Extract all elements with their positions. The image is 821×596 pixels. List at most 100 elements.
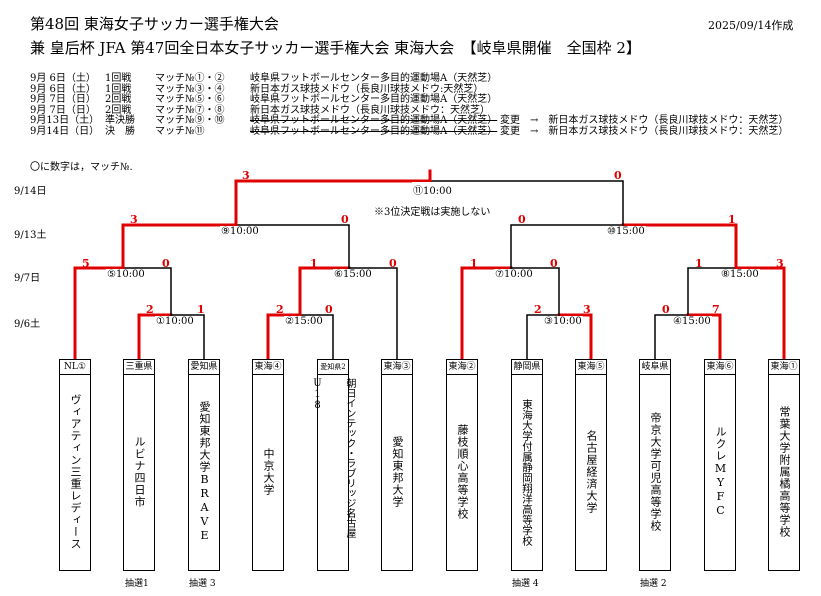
match-label-11: ⑪10:00 <box>412 182 453 197</box>
bracket-line <box>557 313 593 362</box>
third-place-note: ※3位決定戦は実施しない <box>374 207 491 218</box>
bracket-line <box>266 313 302 362</box>
schedule-venue: 岐阜県フットボールセンター多目的運動場A（天然芝） <box>250 94 498 105</box>
schedule-round: 準決勝 <box>105 115 135 126</box>
score-right: 7 <box>712 303 720 316</box>
bracket-line <box>122 267 172 316</box>
score-right: 0 <box>389 257 397 270</box>
schedule-match: マッチ№⑦・⑧ <box>155 104 225 116</box>
match-number-note: 〇に数字は，マッチ№. <box>30 162 133 173</box>
team-name: 東海大学付属静岡翔洋高等学校 <box>521 398 533 546</box>
score-left: 1 <box>695 257 703 270</box>
score-left: 1 <box>310 257 318 270</box>
schedule-venue-cancelled: 岐阜県フットボールセンター多目的運動場A（天然芝） <box>250 115 498 126</box>
schedule-match: マッチ№③・④ <box>155 83 225 95</box>
team-box: 東海③ 愛知東邦大学 <box>381 359 413 571</box>
bracket-line <box>510 224 624 269</box>
team-name: 朝日インテック・ラブリッジ名古屋U18 <box>312 378 355 538</box>
team-name: 愛知東邦大学BRAVE <box>198 401 211 543</box>
score-left: 3 <box>130 213 138 226</box>
schedule-date: 9月14日（日） <box>30 125 100 137</box>
team-box: 東海⑤ 名古屋経済大学 <box>575 359 607 571</box>
team-seed: 三重県 <box>124 360 154 375</box>
schedule-round: 2回戦 <box>105 94 132 105</box>
day-label: 9/13土 <box>14 230 47 241</box>
schedule-date: 9月 7日（日） <box>30 104 96 116</box>
score-left: 5 <box>82 257 90 270</box>
score-left: 2 <box>276 303 284 316</box>
bracket-line <box>234 179 432 227</box>
team-name: 名古屋経済大学 <box>585 430 598 514</box>
bracket-line <box>121 223 238 270</box>
score-left: 1 <box>470 257 478 270</box>
team-seed: NL① <box>60 360 90 375</box>
team-box: 東海④ 中京大学 <box>252 359 284 571</box>
schedule-venue: 新日本ガス球技メドウ（長良川球技メドウ:天然芝） <box>250 83 484 95</box>
team-seed: 東海④ <box>253 360 283 375</box>
team-name: ルクレMYFC <box>714 426 727 518</box>
team-box: 東海② 藤枝順心高等学校 <box>446 359 478 571</box>
bracket-line <box>73 266 125 362</box>
score-right: 1 <box>728 213 736 226</box>
match-label-6: ⑥15:00 <box>333 269 373 280</box>
team-seed: 愛知県2 <box>318 360 348 375</box>
bracket-line <box>734 266 786 362</box>
bracket-line <box>687 267 737 316</box>
schedule-round: 2回戦 <box>105 104 132 116</box>
score-right: 0 <box>162 257 170 270</box>
match-label-5: ⑤10:00 <box>106 269 146 280</box>
score-left: 0 <box>518 213 526 226</box>
score-right: 1 <box>197 303 205 316</box>
score-right: 0 <box>550 257 558 270</box>
bracket-line <box>298 266 351 317</box>
schedule-date: 9月 6日（土） <box>30 73 96 84</box>
match-label-9: ⑨10:00 <box>220 226 260 237</box>
match-label-10: ⑩15:00 <box>606 226 646 237</box>
bracket-line <box>510 267 560 316</box>
team-name: 愛知東邦大学 <box>391 436 404 508</box>
score-right: 3 <box>776 257 784 270</box>
schedule-match: マッチ№⑤・⑥ <box>155 94 225 105</box>
bracket-line <box>429 180 624 226</box>
schedule-match: マッチ№⑪ <box>155 125 205 137</box>
team-name: 中京大学 <box>262 448 275 496</box>
score-right: 3 <box>583 303 591 316</box>
team-seed: 東海⑥ <box>705 360 735 375</box>
team-seed: 東海② <box>447 360 477 375</box>
schedule-venue-cancelled: 岐阜県フットボールセンター多目的運動場A（天然芝） <box>250 125 498 137</box>
schedule-venue: 岐阜県フットボールセンター多目的運動場A（天然芝） <box>250 73 498 84</box>
score-left: 3 <box>242 169 250 182</box>
team-box: 東海① 常葉大学附属橘高等学校 <box>768 359 800 571</box>
match-label-4: ④15:00 <box>672 316 712 327</box>
day-label: 9/14日 <box>14 186 47 197</box>
team-seed: 愛知県 <box>189 360 219 375</box>
team-box: 三重県 ルビナ四日市 <box>123 359 155 571</box>
score-left: 2 <box>534 303 542 316</box>
match-label-7: ⑦10:00 <box>494 269 534 280</box>
team-box: 静岡県 東海大学付属静岡翔洋高等学校 <box>511 359 543 571</box>
tournament-title: 第48回 東海女子サッカー選手権大会 <box>30 15 279 33</box>
lot-label: 抽選 3 <box>189 579 216 589</box>
created-date: 2025/09/14作成 <box>708 19 794 32</box>
tournament-subtitle: 兼 皇后杯 JFA 第47回全日本女子サッカー選手権大会 東海大会 【岐阜県開催… <box>30 39 641 57</box>
team-seed: 静岡県 <box>512 360 542 375</box>
team-box: 愛知県 愛知東邦大学BRAVE <box>188 359 220 571</box>
schedule-match: マッチ№⑨・⑩ <box>155 115 225 126</box>
day-label: 9/7日 <box>14 273 41 284</box>
schedule-venue: 新日本ガス球技メドウ（長良川球技メドウ：天然芝） <box>250 104 490 116</box>
schedule-venue-change: 変更 → 新日本ガス球技メドウ（長良川球技メドウ：天然芝） <box>500 125 789 137</box>
team-box: 東海⑥ ルクレMYFC <box>704 359 736 571</box>
score-left: 0 <box>662 303 670 316</box>
schedule-round: 1回戦 <box>105 83 132 95</box>
bracket-line <box>654 314 689 361</box>
bracket-line <box>170 314 205 361</box>
bracket-line <box>348 267 398 361</box>
bracket-line <box>235 224 350 269</box>
team-box: NL① ヴィアティン三重レディース <box>59 359 91 571</box>
team-box: 愛知県2 朝日インテック・ラブリッジ名古屋U18 <box>312 359 355 571</box>
bracket-line <box>621 223 738 270</box>
score-left: 2 <box>146 303 154 316</box>
bracket-line <box>299 314 334 361</box>
schedule-date: 9月 6日（土） <box>30 83 96 95</box>
